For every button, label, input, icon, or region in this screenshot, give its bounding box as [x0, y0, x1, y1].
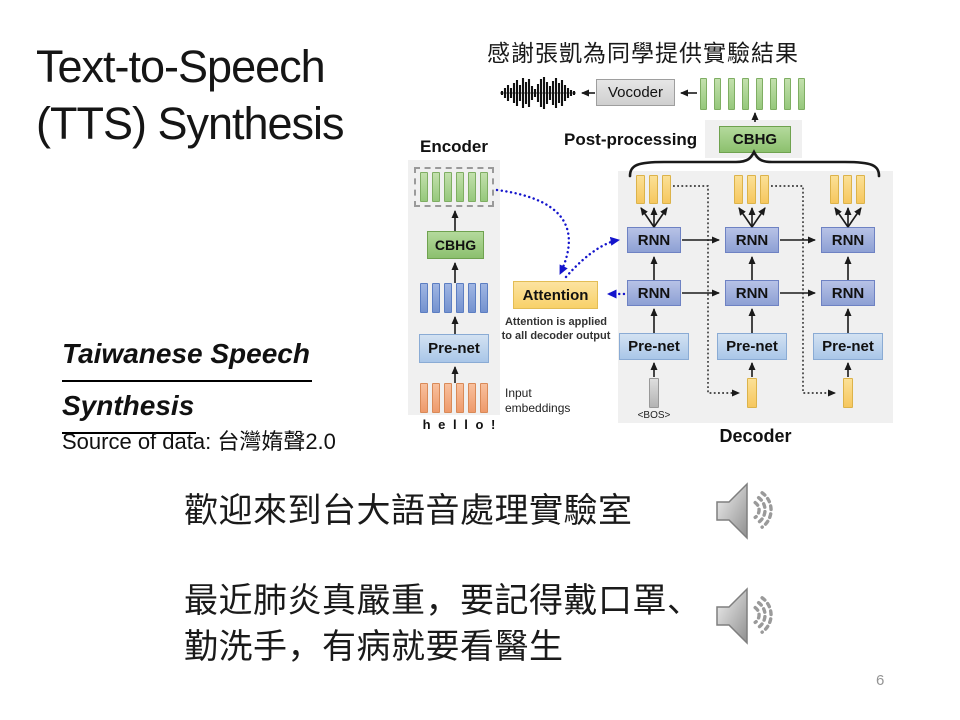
decoder-rnn-box: RNN — [627, 227, 681, 253]
decoder-input-bar — [747, 378, 757, 408]
post-cbhg-box: CBHG — [719, 126, 791, 153]
encoder-prenet-box: Pre-net — [419, 334, 489, 363]
encoder-cbhg-box: CBHG — [427, 231, 484, 259]
page-number: 6 — [876, 672, 885, 689]
bos-input-bar — [649, 378, 659, 408]
decoder-frame-bars — [734, 175, 769, 204]
section-heading: Taiwanese Speech Synthesis — [62, 330, 312, 434]
data-source-text: Source of data: 台灣媠聲2.0 — [62, 429, 336, 454]
encoder-label: Encoder — [419, 137, 489, 156]
speaker-icon[interactable] — [714, 480, 780, 542]
decoder-rnn-box: RNN — [627, 280, 681, 306]
encoder-hidden-bars — [420, 283, 488, 313]
input-embeddings-label: Input embeddings — [505, 386, 571, 415]
heading-line-1: Taiwanese Speech — [62, 330, 312, 382]
credit-text: 感謝張凱為同學提供實驗結果 — [487, 40, 799, 66]
decoder-input-bar — [843, 378, 853, 408]
tts-sentence-2: 最近肺炎真嚴重，要記得戴口罩、 勤洗手，有病就要看醫生 — [184, 582, 702, 666]
tts-sentence-1: 歡迎來到台大語音處理實驗室 — [184, 492, 633, 530]
speaker-icon[interactable] — [714, 585, 780, 647]
decoder-rnn-box: RNN — [821, 280, 875, 306]
decoder-prenet-box: Pre-net — [717, 333, 787, 360]
page-title: Text-to-Speech (TTS) Synthesis — [36, 38, 345, 152]
attention-caption: Attention is applied to all decoder outp… — [501, 316, 611, 342]
title-line-1: Text-to-Speech — [36, 41, 326, 92]
bos-label: <BOS> — [637, 410, 671, 421]
decoder-label: Decoder — [719, 426, 792, 446]
output-spectrogram-bars — [700, 78, 805, 110]
input-text: h e l l o ! — [422, 417, 498, 432]
decoder-rnn-box: RNN — [725, 280, 779, 306]
encoder-output-bars — [420, 172, 488, 202]
encoder-output-dashed-box — [414, 167, 494, 207]
decoder-prenet-box: Pre-net — [619, 333, 689, 360]
attention-dotted-arrows — [495, 188, 626, 299]
input-embedding-bars — [420, 383, 488, 413]
heading-line-2: Synthesis — [62, 382, 197, 434]
decoder-rnn-box: RNN — [725, 227, 779, 253]
post-processing-label: Post-processing — [564, 130, 698, 149]
title-line-2: (TTS) Synthesis — [36, 98, 345, 149]
vocoder-box: Vocoder — [596, 79, 675, 106]
waveform-icon — [500, 75, 576, 111]
decoder-frame-bars — [830, 175, 865, 204]
decoder-frame-bars — [636, 175, 671, 204]
decoder-rnn-box: RNN — [821, 227, 875, 253]
attention-box: Attention — [513, 281, 598, 309]
decoder-prenet-box: Pre-net — [813, 333, 883, 360]
